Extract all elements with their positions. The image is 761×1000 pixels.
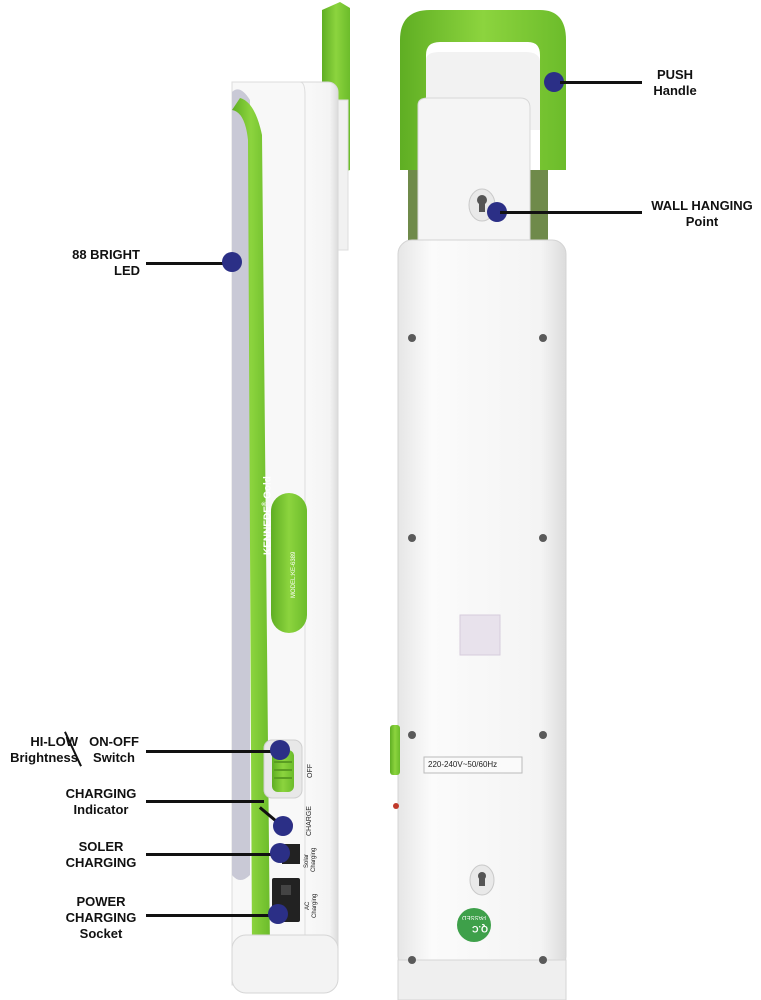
back-screws xyxy=(408,334,547,964)
callout-handle-line1: PUSH xyxy=(656,67,694,82)
callout-power-label: POWER CHARGING Socket xyxy=(56,894,146,942)
callout-handle-dot xyxy=(544,72,564,92)
callout-led-line1: 88 BRIGHT xyxy=(72,247,140,262)
callout-handle-line2: Handle xyxy=(653,83,697,98)
callout-led-line xyxy=(146,262,232,265)
callout-indicator-line1: CHARGING xyxy=(65,786,137,801)
solar-label-1: Solar xyxy=(304,853,310,868)
callout-solar-line1: SOLER xyxy=(78,839,124,854)
callout-onoff-dot xyxy=(270,740,290,760)
bottom-keyhole xyxy=(469,864,495,896)
led-panel-edge xyxy=(232,89,250,881)
callout-power-dot xyxy=(268,904,288,924)
callout-solar-label: SOLER CHARGING xyxy=(56,839,146,871)
model-text: MODEL:KE-6389 xyxy=(291,551,297,598)
callout-led-label: 88 BRIGHT LED xyxy=(40,247,140,279)
callout-indicator-line2: Indicator xyxy=(73,802,129,817)
callout-wall-line2: Point xyxy=(685,214,719,229)
qc-sticker xyxy=(457,908,491,942)
callout-power-line xyxy=(146,914,274,917)
back-panel xyxy=(397,239,567,971)
callout-solar-line2: CHARGING xyxy=(65,855,137,870)
callout-handle-label: PUSH Handle xyxy=(640,67,710,99)
callout-handle-line xyxy=(560,81,642,84)
back-handle xyxy=(400,10,566,170)
charge-label: CHARGE xyxy=(306,806,313,836)
callout-indicator-line xyxy=(146,800,264,803)
callout-wall-line1: WALL HANGING xyxy=(651,198,753,213)
rating-text: 220-240V~50/60Hz xyxy=(428,760,498,769)
callout-indicator-label: CHARGING Indicator xyxy=(56,786,146,818)
passed-text: PASSED xyxy=(462,914,486,920)
callout-onoff-line1: ON-OFF xyxy=(89,734,139,749)
green-rim xyxy=(232,98,270,952)
callout-onoff-label: ON-OFF Switch xyxy=(84,734,144,766)
callout-onoff-line2: Switch xyxy=(93,750,135,765)
callout-solar-line xyxy=(146,853,276,856)
callout-solar-dot xyxy=(270,843,290,863)
callout-wall-line xyxy=(500,211,642,214)
callout-power-line2: CHARGING xyxy=(65,910,137,925)
ac-label-1: AC xyxy=(305,901,311,910)
solar-label-2: Charging xyxy=(311,847,317,872)
rating-sticker xyxy=(423,756,523,774)
ac-label-2: Charging xyxy=(312,893,318,918)
switch-off-label: OFF xyxy=(307,764,314,778)
back-view-lamp xyxy=(390,10,567,1000)
callout-wall-label: WALL HANGING Point xyxy=(644,198,760,230)
brand-badge xyxy=(271,493,307,633)
hologram-sticker xyxy=(459,614,501,656)
brand-name: KENNEDE xyxy=(262,506,274,555)
callout-wall-dot xyxy=(487,202,507,222)
qc-text: Q.C xyxy=(471,924,488,934)
callout-onoff-line xyxy=(146,750,278,753)
callout-indicator-dot xyxy=(273,816,293,836)
side-view-lamp xyxy=(231,2,350,994)
callout-led-line2: LED xyxy=(114,263,140,278)
brand-suffix: Gold xyxy=(262,476,274,499)
brand-text: KENNEDE® Gold xyxy=(262,476,274,555)
callout-hilow-line2: Brightness xyxy=(10,750,78,765)
callout-led-dot xyxy=(222,252,242,272)
callout-power-line1: POWER xyxy=(76,894,126,909)
callout-power-line3: Socket xyxy=(79,926,123,941)
